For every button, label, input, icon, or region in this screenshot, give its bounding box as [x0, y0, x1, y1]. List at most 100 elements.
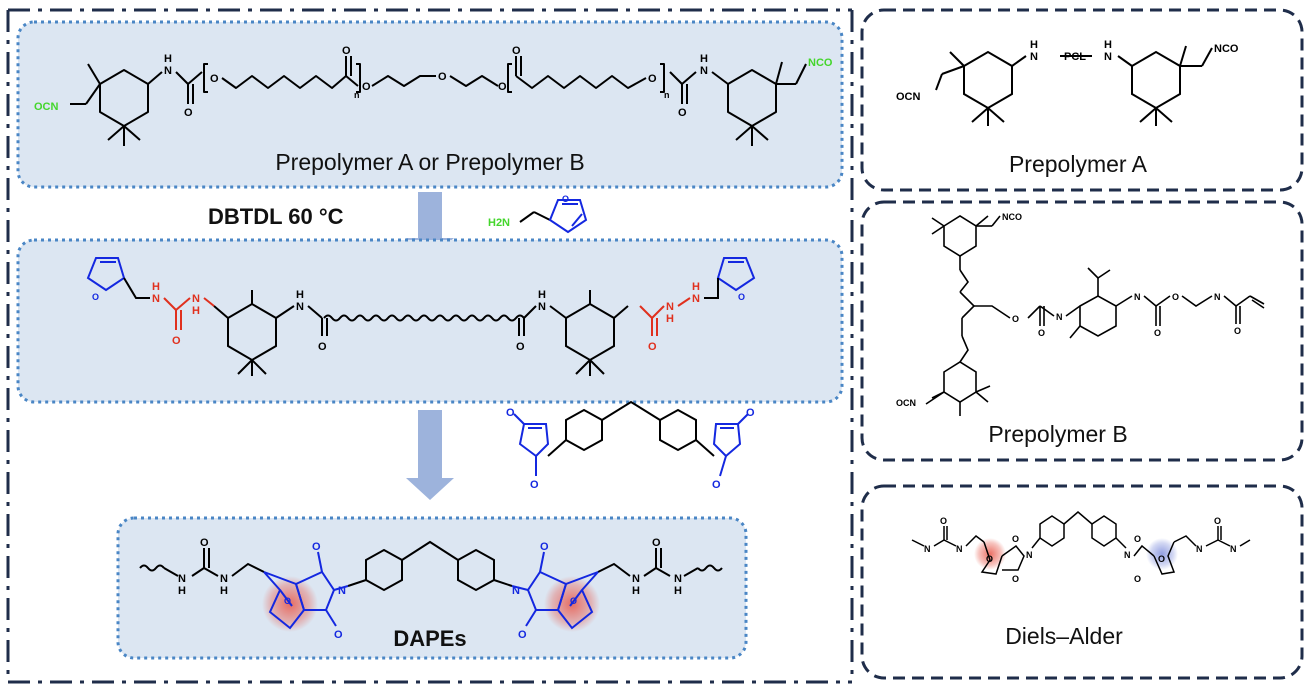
da-o-label: O [1012, 534, 1019, 544]
dapes-h-label: H [632, 585, 640, 597]
o-label: O [342, 45, 351, 57]
amide-o-label: O [1234, 326, 1241, 336]
dapes-o-label: O [200, 537, 209, 549]
o-label: O [648, 73, 657, 85]
urea-o-label: O [172, 335, 181, 347]
pcl-label: PCL [1064, 51, 1086, 63]
nh-label: N [164, 65, 172, 77]
bismaleimide-reagent: O O O O [506, 400, 755, 491]
ocn-label: OCN [896, 91, 921, 103]
ester-o-label: O [1012, 314, 1019, 324]
da-o-label: O [1214, 516, 1221, 526]
urea-o-label: O [648, 341, 657, 353]
urea-n-label: N [152, 293, 160, 305]
dapes-imide-o-label: O [540, 541, 549, 553]
ester-o-label: O [1172, 292, 1179, 302]
o-label: O [512, 45, 521, 57]
imide-o-label: O [530, 479, 539, 491]
urea-h-label: H [666, 313, 674, 325]
prepolymer-a-panel [860, 8, 1304, 192]
prepolymer-structure [70, 56, 807, 146]
da-bridge-o-label: O [986, 554, 993, 564]
da-o-label: O [1134, 534, 1141, 544]
imide-o-label: O [712, 479, 721, 491]
da-bridge-o-label: O [1158, 554, 1165, 564]
o-label: O [210, 73, 219, 85]
prepolymer-b-label: Prepolymer B [988, 421, 1127, 447]
dapes-structure: N H O N H O N O O O N O O N H O N H [139, 537, 723, 641]
amide-o-label: O [516, 341, 525, 353]
amide-n-label: N [1214, 292, 1221, 302]
amide-n-label: N [538, 301, 546, 313]
prepolymer-a-atoms: OCN N H PCL N H NCO [896, 39, 1239, 103]
carbamate-o-label: O [1154, 328, 1161, 338]
da-o-label: O [940, 516, 947, 526]
dapes-imide-n-label: N [512, 585, 520, 597]
diels-alder-panel [860, 484, 1304, 680]
dapes-bridge-o-label: O [570, 596, 577, 606]
amide-o-label: O [318, 341, 327, 353]
amide-h-label: H [538, 289, 546, 301]
da-n-label: N [1124, 550, 1131, 560]
o-label: O [678, 107, 687, 119]
prepolymer-b-panel [860, 200, 1304, 462]
imide-o-label: O [746, 407, 755, 419]
prepolymer-a-structure [935, 45, 1213, 126]
outer-frame [6, 8, 854, 684]
prepolymer-a-label: Prepolymer A [1009, 151, 1148, 177]
furfurylamine-reagent: H2N O [488, 194, 588, 234]
nco-label: NCO [1214, 43, 1239, 55]
o-label: O [498, 81, 507, 93]
repeat-n-label: n [354, 90, 360, 100]
amide-h-label: H [296, 289, 304, 301]
h2n-label: H2N [488, 217, 510, 229]
urea-h-label: H [152, 281, 160, 293]
prepolymer-box [16, 20, 844, 189]
urea-n-label: N [692, 293, 700, 305]
nh-h-label: H [700, 53, 708, 65]
dapes-o-label: O [652, 537, 661, 549]
da-o-label: O [1012, 574, 1019, 584]
prepolymer-ab-label: Prepolymer A or Prepolymer B [275, 149, 584, 175]
da-o-label: O [1134, 574, 1141, 584]
dapes-n-label: N [674, 573, 682, 585]
dapes-imide-n-label: N [338, 585, 346, 597]
da-n-label: N [1026, 550, 1033, 560]
dapes-n-label: N [178, 573, 186, 585]
reaction-arrow-2 [406, 410, 454, 500]
prepolymer-atoms: OCN N H O O O n O O O O O n O N H NCO [34, 45, 833, 119]
repeat-n-label: n [664, 90, 670, 100]
furan-o-label: O [738, 292, 745, 302]
furan-o-label: O [562, 194, 569, 204]
urea-h-label: H [692, 281, 700, 293]
dapes-n-label: N [632, 573, 640, 585]
carbamate-n-label: N [1134, 292, 1141, 302]
dapes-imide-o-label: O [334, 629, 343, 641]
da-n-label: N [1196, 544, 1203, 554]
nh-h-label: H [164, 53, 172, 65]
dapes-n-label: N [220, 573, 228, 585]
urea-h-label: H [192, 305, 200, 317]
dapes-imide-o-label: O [312, 541, 321, 553]
urea-n-label: N [192, 293, 200, 305]
furan-o-label: O [92, 292, 99, 302]
da-n-label: N [924, 544, 931, 554]
imide-o-label: O [506, 407, 515, 419]
nh-label: N [700, 65, 708, 77]
condition-label: DBTDL 60 °C [208, 204, 344, 229]
carbamate-o-label: O [1038, 328, 1045, 338]
dapes-h-label: H [674, 585, 682, 597]
prepolymer-b-structure [925, 215, 1265, 416]
nh-label: N [1104, 51, 1112, 63]
nh-label: N [1030, 51, 1038, 63]
furan-terminated-structure: O N H O N H N H O O N H N H O N H O [86, 257, 756, 376]
dapes-h-label: H [178, 585, 186, 597]
ocn-label: OCN [896, 398, 916, 408]
prepolymer-b-atoms: NCO O O N N O O N O OCN [896, 212, 1241, 408]
o-label: O [438, 71, 447, 83]
dapes-bridge-o-label: O [284, 596, 291, 606]
dapes-h-label: H [220, 585, 228, 597]
ocn-left-label: OCN [34, 101, 59, 113]
da-n-label: N [1230, 544, 1237, 554]
